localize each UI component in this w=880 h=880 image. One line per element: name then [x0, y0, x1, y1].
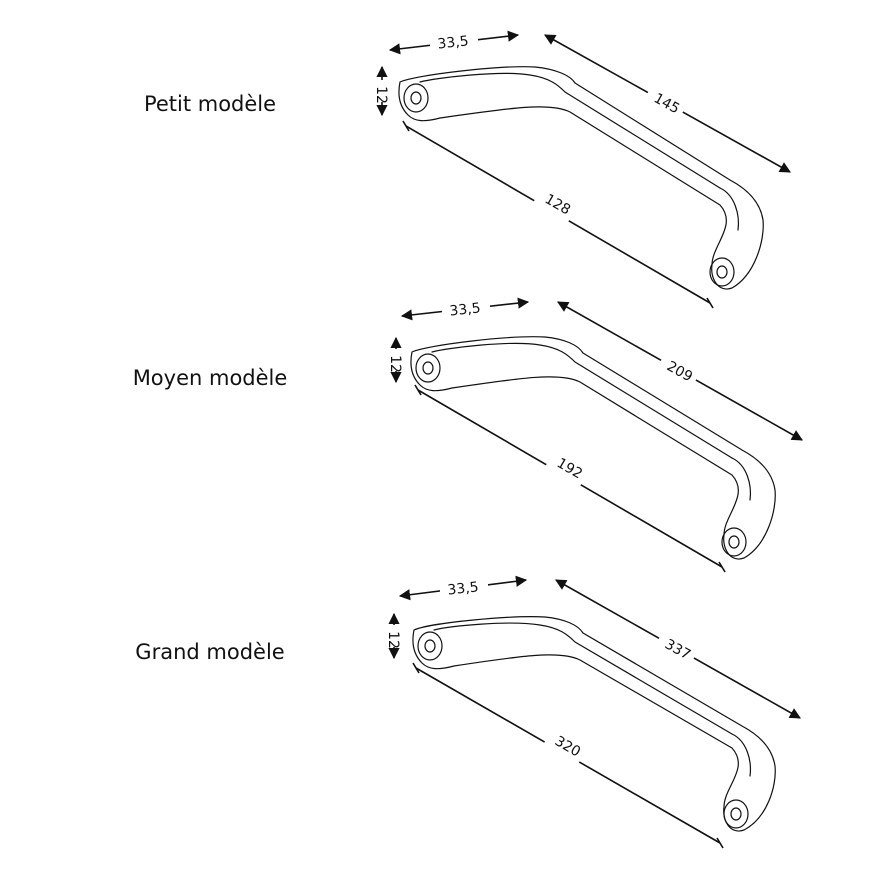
model-grand: Grand modèle 33,5 12 337	[0, 568, 880, 849]
model-label: Grand modèle	[135, 640, 285, 664]
mounting-hole-left	[403, 83, 429, 113]
model-label: Moyen modèle	[132, 366, 288, 390]
mounting-hole-right	[709, 257, 735, 287]
dimension-width-label: 33,5	[449, 300, 482, 319]
dimension-width-label: 33,5	[437, 33, 470, 52]
mounting-hole-left	[415, 353, 441, 383]
handle-outline	[398, 66, 764, 290]
model-label: Petit modèle	[143, 92, 277, 116]
dimension-height-label: 12	[387, 355, 403, 373]
dimension-width-label: 33,5	[447, 579, 480, 598]
mounting-hole-left	[417, 631, 443, 661]
handle-drawing: 33,5 12 337 320	[384, 575, 801, 849]
dimension-height-label: 12	[385, 631, 401, 649]
handle-outline	[412, 616, 776, 832]
handle-drawing: 33,5 12 145 128	[372, 30, 791, 309]
model-petit: Petit modèle 33,5 12 14	[0, 20, 880, 309]
handle-outline	[410, 336, 776, 560]
model-moyen: Moyen modèle 33,5 12 209	[0, 290, 880, 573]
mounting-hole-right	[721, 527, 747, 557]
handle-drawing: 33,5 12 209 192	[386, 297, 803, 573]
mounting-hole-right	[723, 799, 749, 829]
dimension-height-label: 12	[373, 86, 389, 104]
